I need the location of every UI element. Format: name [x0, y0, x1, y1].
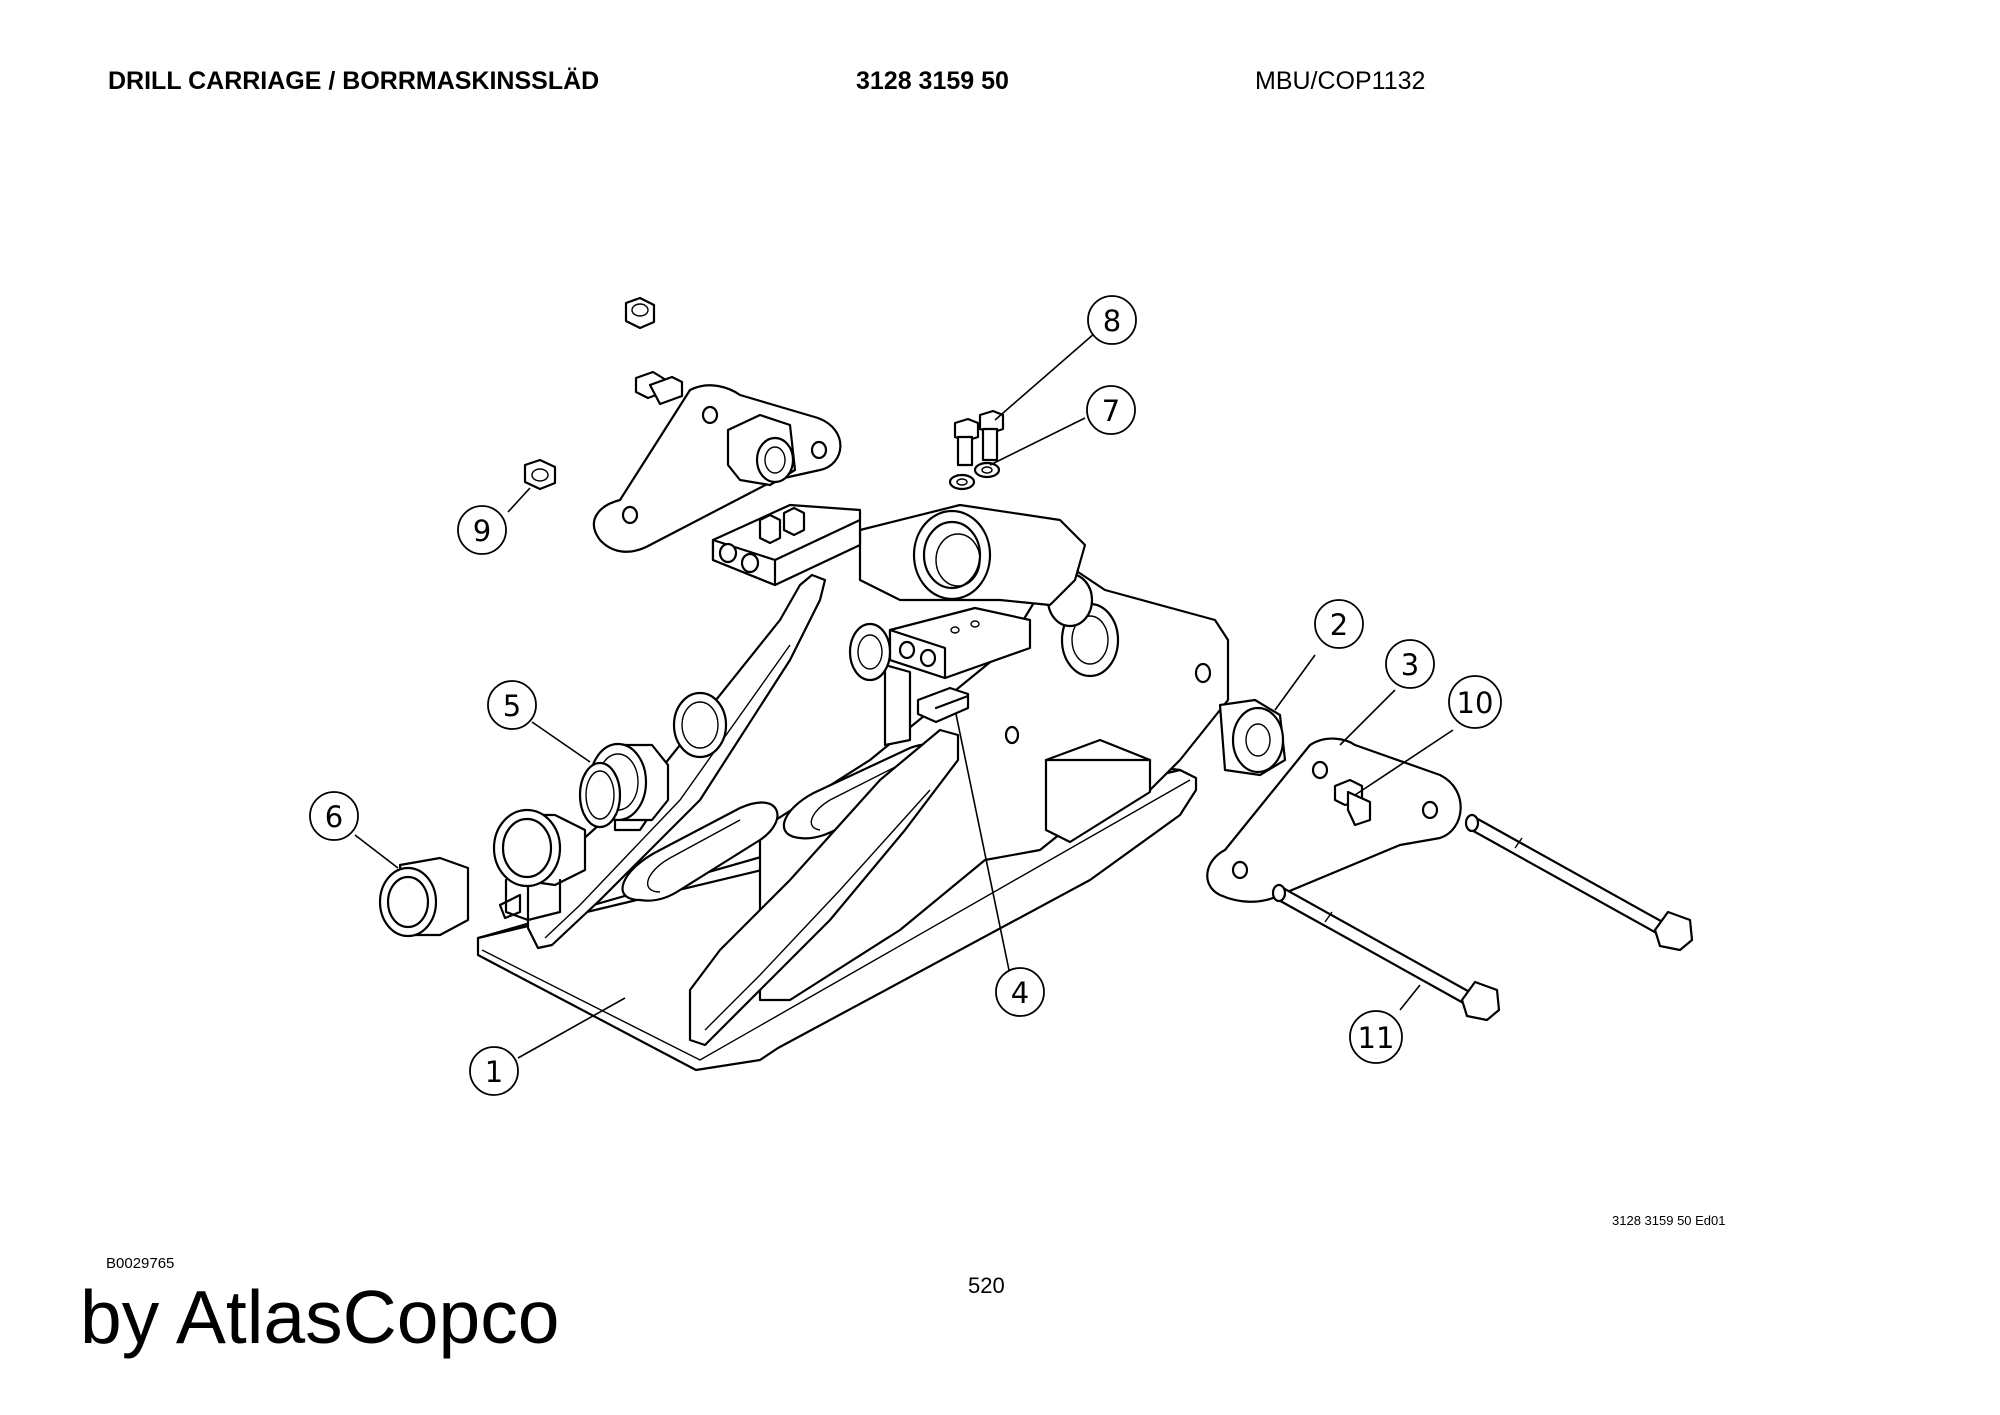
callout-2: 2: [1314, 599, 1364, 649]
callout-9: 9: [457, 505, 507, 555]
callout-7: 7: [1086, 385, 1136, 435]
svg-text:4: 4: [1011, 976, 1029, 1010]
screws-washers: [948, 409, 1005, 491]
fasteners-top-left: [523, 296, 684, 491]
callout-11: 11: [1349, 1010, 1403, 1064]
center-arm: [688, 728, 960, 1047]
center-block: [848, 606, 1032, 747]
svg-text:8: 8: [1103, 304, 1121, 338]
part-number: 3128 3159 50: [856, 67, 1009, 95]
left-arm: [526, 573, 827, 950]
page-number: 520: [968, 1273, 1005, 1298]
pin-lower: [1271, 883, 1501, 1022]
svg-text:6: 6: [325, 800, 343, 834]
svg-text:3: 3: [1401, 648, 1419, 682]
svg-text:5: 5: [503, 689, 521, 723]
bushing-part-5: [578, 742, 670, 829]
page-title: DRILL CARRIAGE / BORRMASKINSSLÄD: [108, 67, 600, 95]
edition-code: 3128 3159 50 Ed01: [1612, 1213, 1726, 1228]
svg-text:11: 11: [1358, 1021, 1395, 1055]
brand-label: by AtlasCopco: [80, 1275, 560, 1359]
callout-8: 8: [1087, 295, 1137, 345]
svg-text:10: 10: [1457, 686, 1494, 720]
model-code: MBU/COP1132: [1255, 67, 1426, 95]
callout-6: 6: [309, 791, 359, 841]
clip-part-4: [916, 686, 970, 724]
pin-upper: [1464, 813, 1694, 952]
roller-part-2: [1218, 698, 1287, 777]
callout-5: 5: [487, 680, 537, 730]
leader-lines: [354, 332, 1454, 1059]
callout-3: 3: [1385, 639, 1435, 689]
screw-part-10: [1333, 778, 1372, 827]
plate-part-3: [1206, 737, 1462, 903]
callout-10: 10: [1448, 675, 1502, 729]
svg-text:2: 2: [1330, 608, 1348, 642]
callout-4: 4: [995, 967, 1045, 1017]
top-clamp-block: [711, 503, 862, 587]
bushing-part-6: [378, 856, 470, 938]
upper-guide: [858, 503, 1087, 607]
svg-text:7: 7: [1102, 394, 1120, 428]
svg-text:1: 1: [485, 1055, 503, 1089]
svg-text:9: 9: [473, 514, 491, 548]
upper-bracket: [592, 384, 842, 553]
drawing-code: B0029765: [106, 1255, 175, 1272]
callout-1: 1: [469, 1046, 519, 1096]
